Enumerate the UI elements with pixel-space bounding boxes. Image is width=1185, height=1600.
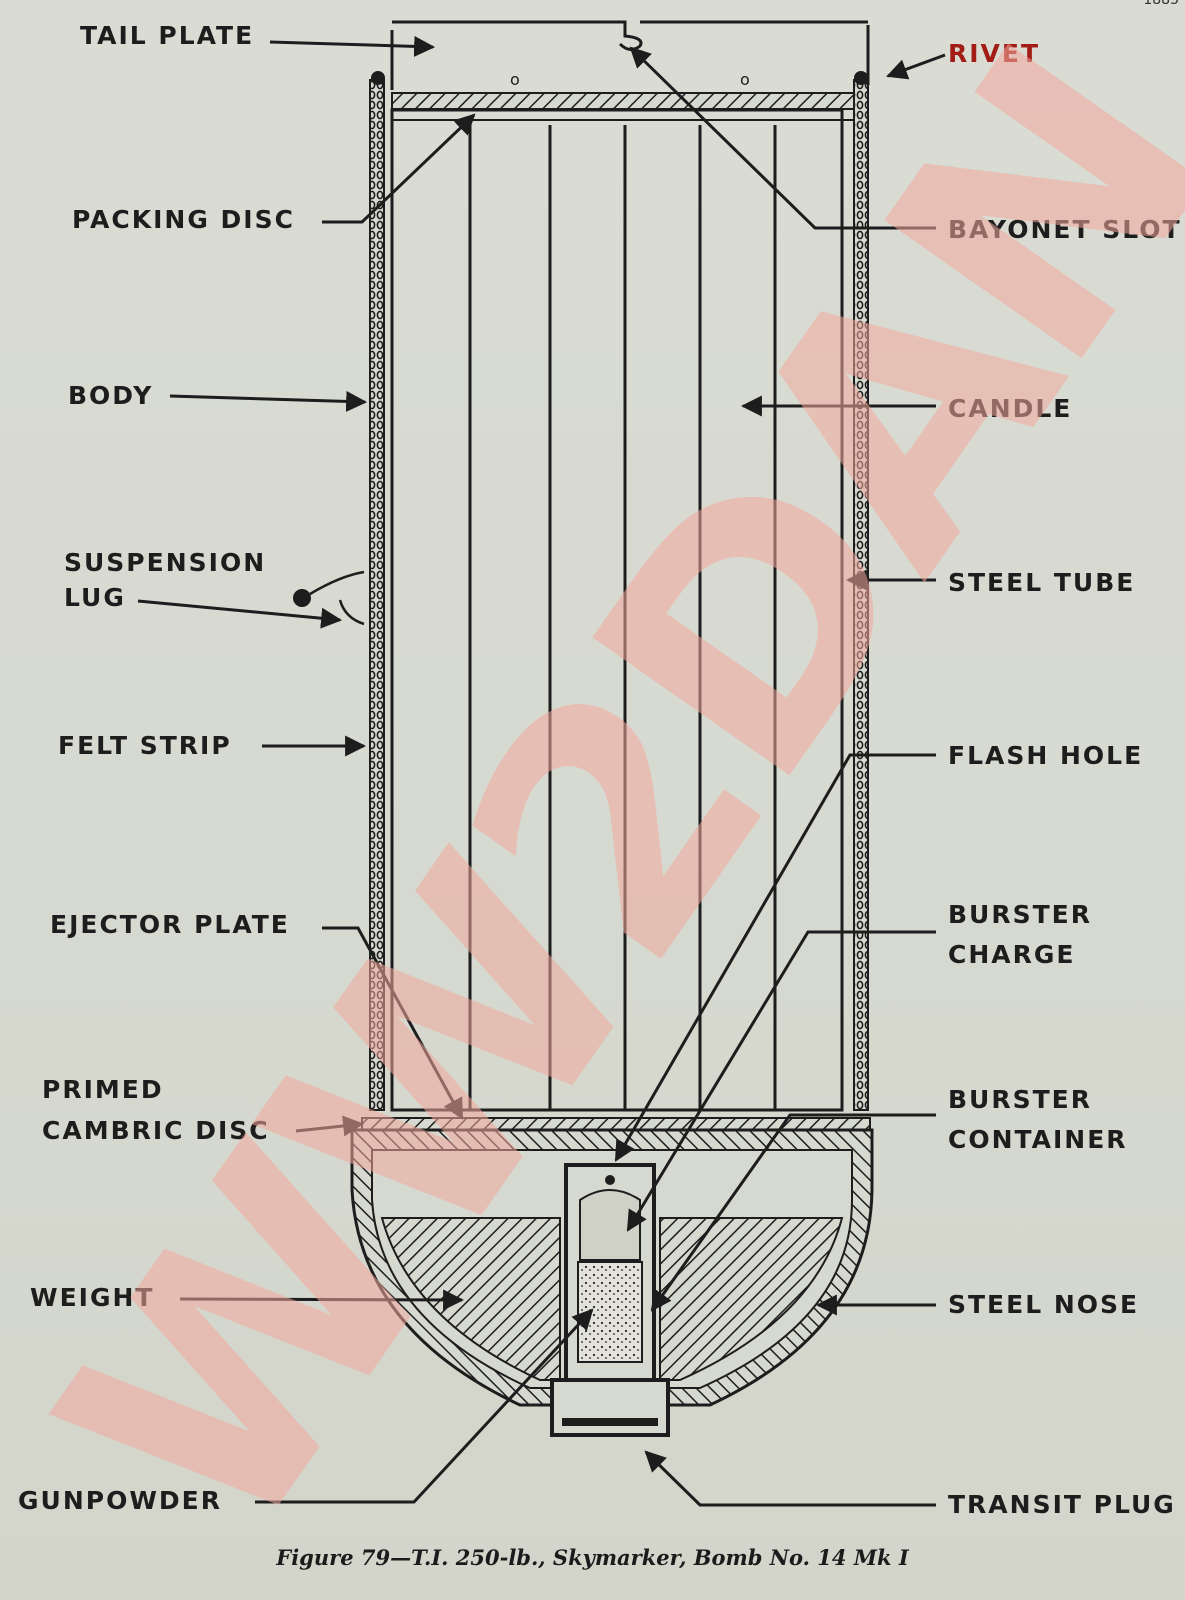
ejector-plate	[361, 1117, 871, 1131]
label-primed-cambric-disc-line1: PRIMED	[42, 1075, 164, 1104]
label-suspension-lug-line2: LUG	[64, 583, 126, 612]
label-tail-plate: TAIL PLATE	[80, 21, 255, 50]
tail-hole-mark: o	[740, 70, 750, 89]
label-felt-strip: FELT STRIP	[58, 731, 232, 760]
label-rivet: RIVET	[948, 39, 1041, 68]
label-burster-charge-line2: CHARGE	[948, 940, 1076, 969]
candles	[468, 125, 777, 1110]
label-burster-container-line1: BURSTER	[948, 1085, 1092, 1114]
page-number: 1885	[1143, 0, 1179, 8]
label-suspension-lug-line1: SUSPENSION	[64, 548, 267, 577]
suspension-lug	[293, 570, 365, 626]
label-transit-plug: TRANSIT PLUG	[948, 1490, 1176, 1519]
label-steel-tube: STEEL TUBE	[948, 568, 1136, 597]
label-candle: CANDLE	[948, 394, 1073, 423]
label-bayonet-slot: BAYONET SLOT	[948, 215, 1182, 244]
label-flash-hole: FLASH HOLE	[948, 741, 1144, 770]
leader-lines	[137, 35, 946, 1507]
label-steel-nose: STEEL NOSE	[948, 1290, 1140, 1319]
packing-disc	[391, 92, 855, 121]
label-gunpowder: GUNPOWDER	[18, 1486, 222, 1515]
label-burster-container-line2: CONTAINER	[948, 1125, 1128, 1154]
label-ejector-plate: EJECTOR PLATE	[50, 910, 290, 939]
label-primed-cambric-disc-line2: CAMBRIC DISC	[42, 1116, 270, 1145]
label-body: BODY	[68, 381, 154, 410]
figure-caption: Figure 79—T.I. 250-lb., Skymarker, Bomb …	[276, 1545, 909, 1570]
label-burster-charge-line1: BURSTER	[948, 900, 1092, 929]
weight	[380, 1217, 844, 1381]
label-packing-disc: PACKING DISC	[72, 205, 295, 234]
body-shell	[369, 20, 870, 1111]
steel-tube	[390, 108, 844, 1112]
tail-hole-mark: o	[510, 70, 520, 89]
label-weight: WEIGHT	[30, 1283, 155, 1312]
